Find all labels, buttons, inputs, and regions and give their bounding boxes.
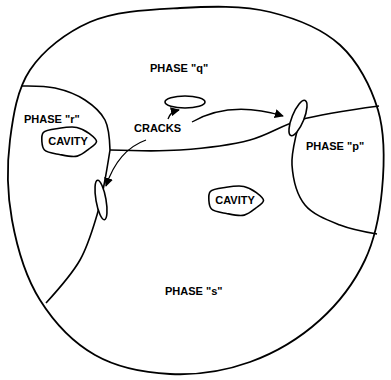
crack-ellipse: [93, 179, 110, 220]
grain-outline: [8, 7, 384, 374]
leader-arrow: [168, 110, 179, 119]
callout-label: CRACKS: [134, 122, 181, 135]
phase-label: PHASE "q": [150, 62, 208, 75]
phase-label: PHASE "s": [165, 285, 223, 298]
phase-boundary: [46, 150, 110, 303]
cavity-shape: CAVITY: [39, 129, 97, 154]
leader-arrow: [106, 140, 146, 186]
cavity-border: [209, 185, 264, 215]
cavity-border: [42, 126, 97, 156]
crack-ellipse: [285, 98, 310, 138]
cavity-shape: CAVITY: [206, 188, 264, 213]
cavity-label: CAVITY: [48, 135, 88, 148]
phase-label: PHASE "r": [24, 113, 80, 126]
phase-boundary: [292, 120, 377, 234]
cavity-label: CAVITY: [215, 194, 255, 207]
leader-arrow: [192, 109, 283, 122]
crack-ellipse: [165, 96, 205, 108]
phase-label: PHASE "p": [306, 140, 364, 153]
